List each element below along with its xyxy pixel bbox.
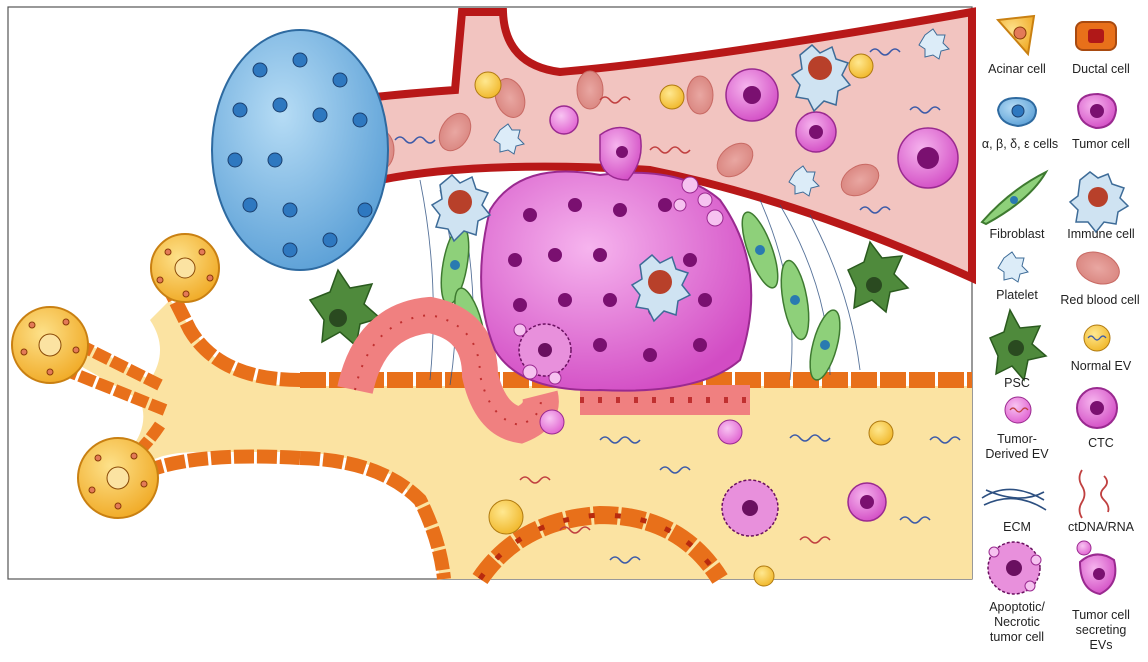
legend-label-tumor-derived-ev: Tumor- Derived EV	[972, 432, 1062, 462]
legend-label-ctdna-rna: ctDNA/RNA	[1056, 520, 1146, 535]
legend-label-apoptotic-cell: Apoptotic/ Necrotic tumor cell	[972, 600, 1062, 645]
legend-label-acinar-cell: Acinar cell	[972, 62, 1062, 77]
legend-label-ecm: ECM	[972, 520, 1062, 535]
psc-icon	[990, 310, 1046, 380]
legend-label-psc: PSC	[972, 376, 1062, 391]
immune-cell-icon	[1070, 172, 1128, 232]
normal-ev-icon	[1084, 325, 1110, 351]
ecm-icon	[982, 489, 1046, 510]
legend-label-secreting-cell: Tumor cell secreting EVs	[1056, 608, 1146, 653]
legend-label-tumor-cell: Tumor cell	[1056, 137, 1146, 152]
legend-label-platelet: Platelet	[972, 288, 1062, 303]
legend-label-immune-cell: Immune cell	[1056, 227, 1146, 242]
islet-cell-icon	[998, 98, 1036, 126]
red-blood-cell-icon	[1072, 246, 1124, 289]
islet-cluster	[212, 30, 388, 270]
legend-label-normal-ev: Normal EV	[1056, 359, 1146, 374]
legend-label-ctc: CTC	[1056, 436, 1146, 451]
secreting-cell-icon	[1077, 541, 1115, 594]
legend-label-red-blood-cell: Red blood cell	[1052, 293, 1148, 308]
tumor-cell-icon	[1078, 94, 1116, 128]
acinar-cell-icon	[998, 16, 1034, 54]
ctc-icon	[1077, 388, 1117, 428]
platelet-icon	[998, 252, 1028, 282]
apoptotic-cell-icon	[988, 542, 1041, 594]
fibroblast-icon	[982, 172, 1046, 224]
ctdna-rna-icon	[1080, 470, 1109, 518]
legend-label-fibroblast: Fibroblast	[972, 227, 1062, 242]
legend-label-ductal-cell: Ductal cell	[1056, 62, 1146, 77]
tumor-derived-ev-icon	[1005, 397, 1031, 423]
ductal-cell-icon	[1076, 22, 1116, 50]
legend-label-islet-cells: α, β, δ, ε cells	[972, 137, 1068, 152]
